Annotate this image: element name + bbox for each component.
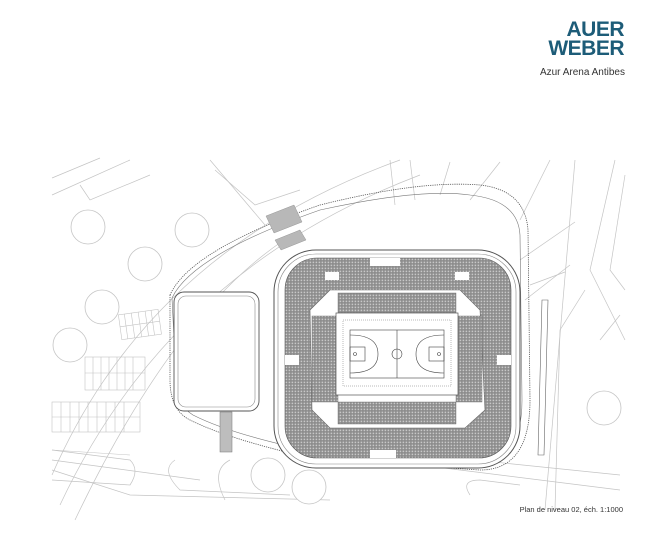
project-title: Azur Arena Antibes xyxy=(539,67,625,78)
drawing-caption: Plan de niveau 02, éch. 1:1000 xyxy=(519,505,623,514)
ramp xyxy=(537,299,549,456)
entrance-steps xyxy=(265,204,307,251)
secondary-hall xyxy=(173,291,260,412)
parking xyxy=(51,309,162,456)
auer-weber-logo: AUER WEBER xyxy=(548,18,624,60)
aisles xyxy=(285,258,511,458)
logo-line-2: WEBER xyxy=(548,37,624,60)
logo-line-1: AUER xyxy=(566,18,624,41)
basketball-court xyxy=(349,329,445,379)
site-boundary xyxy=(169,183,531,471)
trees xyxy=(52,209,622,505)
